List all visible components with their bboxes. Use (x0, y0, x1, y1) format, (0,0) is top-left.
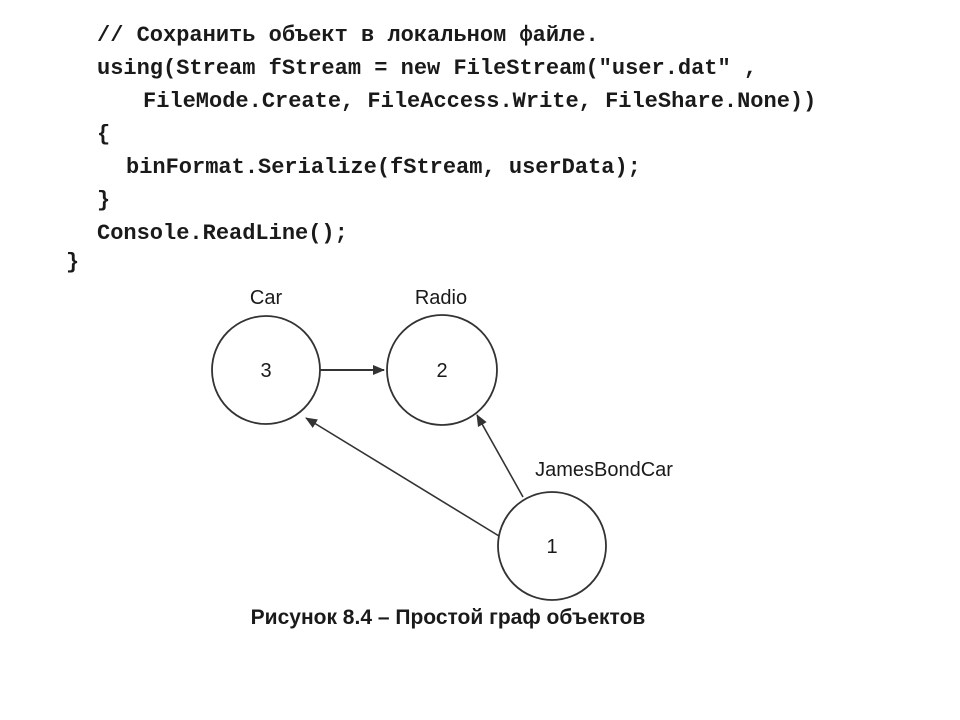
code-line-serialize: binFormat.Serialize(fStream, userData); (126, 155, 641, 180)
node-car-label: Car (250, 287, 283, 309)
code-line-using: using(Stream fStream = new FileStream("u… (97, 56, 758, 81)
node-car-number: 3 (260, 360, 271, 382)
edge-jamesbondcar-to-car (305, 417, 500, 537)
code-line-filemode: FileMode.Create, FileAccess.Write, FileS… (143, 89, 817, 114)
figure-caption: Рисунок 8.4 – Простой граф объектов (250, 606, 646, 629)
code-line-comment: // Сохранить объект в локальном файле. (97, 23, 599, 48)
node-radio-circle (386, 314, 498, 426)
code-line-open-brace: { (97, 122, 111, 147)
node-jamesbondcar-circle (497, 491, 607, 601)
node-car-circle (211, 315, 321, 425)
code-line-close-brace: } (97, 188, 111, 213)
node-radio-number: 2 (436, 360, 447, 382)
node-jamesbondcar-number: 1 (546, 536, 557, 558)
node-jamesbondcar-label: JamesBondCar (535, 459, 673, 481)
code-line-final-brace: } (66, 250, 80, 275)
edge-jamesbondcar-to-radio (476, 414, 524, 498)
node-radio-label: Radio (415, 287, 467, 309)
code-line-readline: Console.ReadLine(); (97, 221, 348, 246)
